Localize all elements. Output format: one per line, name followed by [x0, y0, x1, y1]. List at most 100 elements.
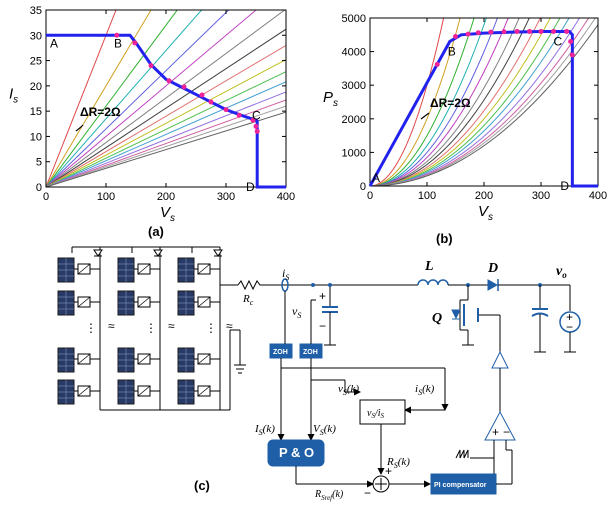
delta-r-arc	[420, 112, 430, 120]
series-ellipsis-3: ⋮	[205, 321, 217, 335]
power-curve	[370, 18, 475, 186]
parallel-ellipsis-2: ≈	[168, 319, 175, 333]
power-curve	[370, 18, 520, 186]
cap-plus: +	[319, 289, 326, 303]
power-curve	[370, 18, 561, 186]
point-label-b: B	[114, 36, 122, 50]
svg-text:+: +	[385, 464, 392, 478]
y-tick-label: 20	[30, 81, 42, 93]
bypass-diode	[213, 249, 223, 257]
y-tick-label: 4000	[342, 47, 366, 59]
operating-point-marker	[223, 107, 229, 113]
x-tick-label: 300	[217, 191, 235, 203]
chart-a-markers	[114, 32, 260, 134]
resistance-line	[46, 81, 286, 187]
bypass-diode	[93, 249, 103, 257]
y-tick-label: 10	[30, 131, 42, 143]
diode	[487, 279, 499, 291]
x-tick-label: 200	[157, 191, 175, 203]
svg-text:+: +	[566, 310, 573, 324]
vs-label: vS	[292, 304, 301, 320]
y-tick-label: 5	[36, 157, 42, 169]
operating-point-marker	[514, 28, 520, 34]
resistance-line	[46, 10, 117, 187]
point-label-b: B	[448, 45, 456, 59]
x-tick-label: 400	[277, 191, 295, 203]
svg-text:ZOH: ZOH	[303, 349, 318, 356]
operating-point-marker	[527, 28, 533, 34]
parallel-ellipsis-1: ≈	[108, 319, 115, 333]
svg-text:−: −	[364, 486, 371, 500]
chart-b-markers	[434, 28, 575, 67]
operating-point-marker	[199, 92, 205, 98]
y-tick-label: 25	[30, 56, 42, 68]
plot-frame	[369, 17, 599, 187]
resistance-line	[46, 91, 286, 187]
power-curve	[370, 18, 498, 186]
y-tick-label: 5000	[342, 13, 366, 25]
y-tick-label: 35	[30, 5, 42, 17]
delta-r-arc	[75, 124, 84, 132]
operating-point-marker	[564, 28, 570, 34]
x-axis-label: Vs	[478, 203, 493, 223]
power-curve	[370, 24, 598, 186]
point-label-d: D	[560, 179, 569, 193]
power-curve	[370, 18, 581, 186]
resistance-line	[46, 99, 286, 187]
pv-array: ⋮ ⋮ ⋮ ≈ ≈ ≈	[57, 246, 246, 411]
is-label: iS	[282, 266, 289, 282]
svg-text:−: −	[566, 320, 573, 334]
sawtooth-icon	[455, 449, 469, 459]
point-label-d: D	[246, 180, 255, 194]
resistance-line	[46, 44, 286, 187]
y-tick-label: 0	[360, 181, 366, 193]
svg-text:+: +	[492, 425, 499, 439]
pv-modules	[57, 249, 223, 405]
x-tick-label: 0	[367, 190, 373, 202]
ratio-block-label: vS/iS	[367, 408, 385, 420]
operating-point-marker	[465, 31, 471, 37]
operating-point-marker	[166, 78, 172, 84]
chart-b-power-curves	[370, 18, 598, 186]
point-label-a: A	[50, 36, 58, 50]
series-ellipsis-2: ⋮	[145, 321, 157, 335]
resistance-line	[46, 10, 203, 187]
operating-curve	[46, 33, 286, 189]
svg-text:P & O: P & O	[279, 445, 314, 460]
svg-text:PI compensator: PI compensator	[434, 482, 487, 489]
point-label-c: C	[554, 34, 563, 48]
operating-point-marker	[475, 30, 481, 36]
resistance-line	[46, 10, 230, 187]
power-curve	[370, 18, 541, 186]
circuit-diagram: ⋮ ⋮ ⋮ ≈ ≈ ≈ Rc iS vS + − L D	[57, 246, 581, 502]
y-tick-label: 3000	[342, 80, 366, 92]
cap-minus: −	[319, 319, 326, 333]
chart-a-operating-curve	[46, 33, 286, 189]
series-ellipsis-1: ⋮	[85, 321, 97, 335]
chart-b-axes	[369, 17, 599, 187]
resistance-line	[46, 105, 286, 187]
x-tick-label: 300	[532, 190, 550, 202]
x-tick-label: 200	[475, 190, 493, 202]
resistance-line	[46, 10, 286, 187]
operating-point-marker	[568, 39, 574, 45]
point-label-c: C	[252, 108, 261, 122]
resistance-line	[46, 71, 286, 187]
comparator	[484, 410, 516, 441]
rsref-label: RSref(k)	[314, 489, 344, 502]
x-tick-label: 100	[97, 191, 115, 203]
vs-k-label: vS(k)	[338, 383, 359, 397]
operating-point-marker	[501, 29, 507, 35]
operating-point-marker	[453, 33, 458, 39]
operating-point-marker	[254, 128, 260, 134]
y-tick-label: 2000	[342, 114, 366, 126]
caption-b: (b)	[436, 231, 453, 246]
gate-driver	[491, 350, 509, 369]
operating-point-marker	[434, 61, 440, 67]
y-axis-label: Is	[9, 86, 18, 106]
resistance-line	[46, 111, 286, 187]
resistance-line	[46, 10, 257, 187]
